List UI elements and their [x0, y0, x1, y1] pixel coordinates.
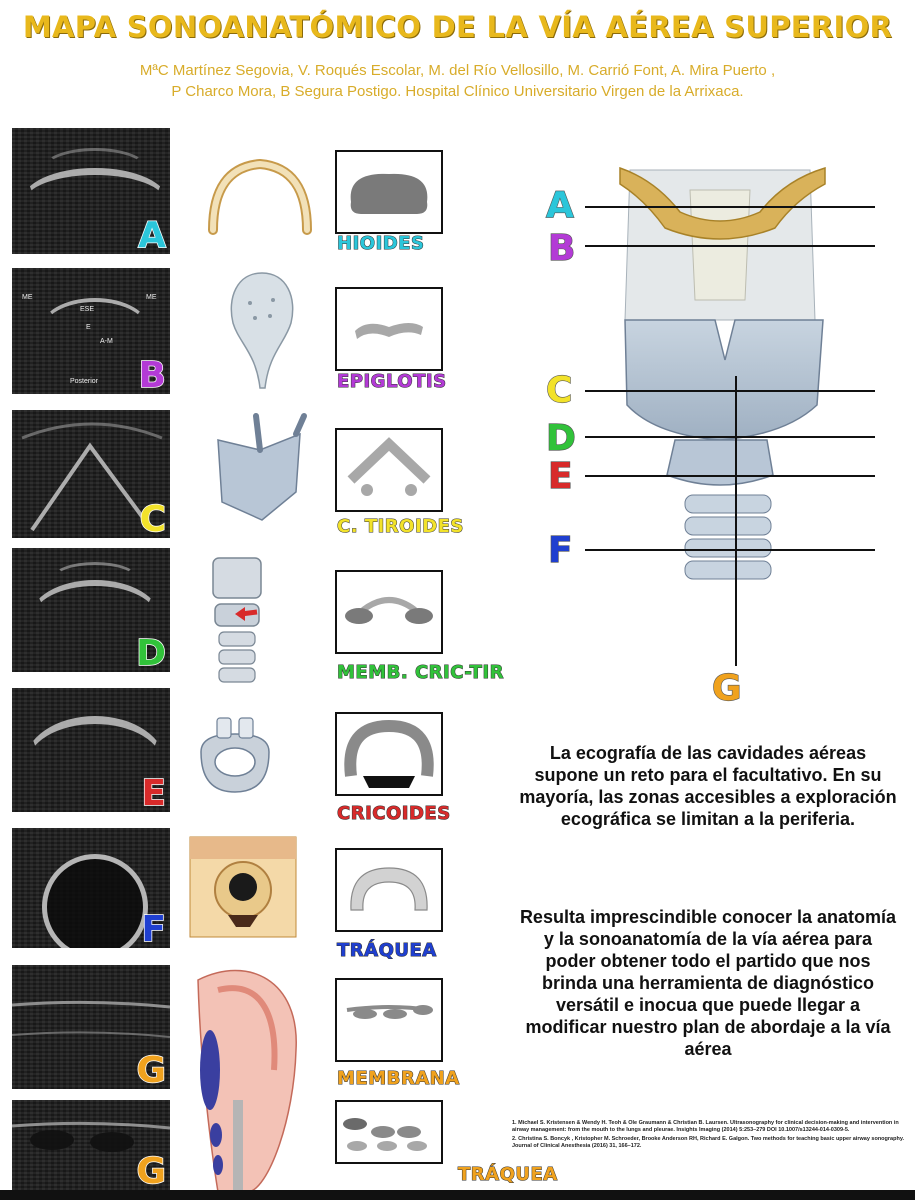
- schematic-box-trachea-long: [335, 1100, 443, 1164]
- ultrasound-letter-f: F: [141, 908, 167, 948]
- authors-line-1: MªC Martínez Segovia, V. Roqués Escolar,…: [139, 62, 776, 79]
- cricothyroid-membrane-icon: [212, 557, 262, 683]
- leader-line-b: [585, 245, 875, 247]
- soft-tissue-echo: [42, 148, 148, 191]
- cricoid-cartilage-icon: [200, 717, 270, 793]
- thyroid-cartilage-icon: [217, 413, 307, 521]
- ultrasound-image-g1: G: [12, 965, 170, 1089]
- schematic-box-trachea: [335, 848, 443, 932]
- diagram-letter-g: G: [711, 667, 742, 709]
- reference-2: 2. Christina S. Boncyk , Kristopher M. S…: [512, 1136, 904, 1149]
- ultrasound-letter-c: C: [139, 498, 167, 538]
- cricoid-schematic-icon: [344, 719, 434, 788]
- diagram-letter-f: F: [547, 529, 573, 571]
- cricothyroid-schematic-icon: [345, 597, 433, 624]
- intro-paragraph: La ecografía de las cavidades aéreas sup…: [519, 743, 897, 829]
- sagittal-airway-icon: [197, 969, 297, 1193]
- label-hioides: HIOIDES: [336, 233, 425, 255]
- label-epiglotis: EPIGLOTIS: [337, 371, 447, 393]
- thyroid-schematic-icon: [347, 437, 431, 496]
- hyoid-schematic-icon: [350, 173, 428, 214]
- us-label-me-left: ME: [22, 294, 33, 301]
- membrane-echo: [52, 562, 138, 595]
- authors-line-2: P Charco Mora, B Segura Postigo. Hospita…: [171, 83, 744, 100]
- diagram-letter-e: E: [547, 455, 573, 497]
- schematic-box-thyroid: [335, 428, 443, 512]
- membrane-schematic-icon: [346, 1005, 433, 1019]
- epiglottis-schematic-icon: [355, 323, 423, 339]
- label-traquea: TRÁQUEA: [337, 940, 437, 962]
- ultrasound-letter-a: A: [137, 214, 166, 254]
- label-cricoides: CRICOIDES: [337, 803, 451, 825]
- ultrasound-image-d: D: [12, 548, 170, 672]
- label-c-tiroides: C. TIROIDES: [337, 516, 464, 538]
- ultrasound-letter-d: D: [135, 632, 166, 672]
- diagram-letter-c: C: [545, 369, 573, 411]
- ultrasound-image-g2: G: [12, 1100, 170, 1190]
- us-label-posterior: Posterior: [70, 378, 99, 385]
- schematic-box-hyoid: [335, 150, 443, 234]
- reference-1: 1. Michael S. Kristensen & Wendy H. Teoh…: [512, 1120, 899, 1133]
- leader-line-c: [585, 390, 875, 392]
- label-memb-cric-tir: MEMB. CRIC-TIR: [337, 662, 505, 684]
- trachea-cross-section-icon: [189, 836, 297, 938]
- label-traquea-2: TRÁQUEA: [458, 1164, 558, 1186]
- trachea-long-schematic-icon: [343, 1118, 427, 1151]
- diagram-letter-d: D: [545, 417, 576, 459]
- trachea-schematic-icon: [350, 867, 428, 911]
- cricoid-echo-arc: [24, 716, 166, 812]
- schematic-box-cricoid: [335, 712, 443, 796]
- schematic-box-membrane: [335, 978, 443, 1062]
- ultrasound-texture: [12, 965, 170, 1089]
- us-label-a-m: A-M: [100, 338, 113, 345]
- membrane-echo-lines: [12, 1000, 170, 1038]
- ultrasound-letter-g1: G: [136, 1049, 167, 1089]
- schematic-box-epiglottis: [335, 287, 443, 371]
- poster-title: MAPA SONOANATÓMICO DE LA VÍA AÉREA SUPER…: [22, 10, 893, 44]
- epiglottis-echo-arc: [40, 298, 150, 362]
- references: 1. Michael S. Kristensen & Wendy H. Teoh…: [512, 1120, 904, 1152]
- schematic-box-cricothyroid: [335, 570, 443, 654]
- tracheal-ring-echo: [42, 854, 148, 948]
- epiglottis-icon: [230, 272, 294, 389]
- trachea-long-echo: [12, 1121, 170, 1152]
- ultrasound-image-f: F: [12, 828, 170, 948]
- ultrasound-letter-b: B: [138, 354, 167, 394]
- us-label-ese: ESE: [80, 306, 95, 313]
- leader-line-a: [585, 206, 875, 208]
- ultrasound-image-a: A: [12, 128, 170, 254]
- leader-line-f: [585, 549, 875, 551]
- ultrasound-image-e: E: [12, 688, 170, 812]
- diagram-letter-a: A: [545, 184, 574, 226]
- diagram-letter-b: B: [547, 227, 576, 269]
- thyroid-echo-lines: [21, 422, 163, 532]
- larynx-anatomy-diagram: [619, 166, 826, 580]
- us-label-e: E: [86, 324, 91, 331]
- conclusion-paragraph: Resulta imprescindible conocer la anatom…: [519, 907, 897, 1059]
- ultrasound-letter-e: E: [141, 772, 167, 812]
- leader-line-e: [585, 475, 875, 477]
- ultrasound-letter-g2: G: [136, 1150, 167, 1190]
- ultrasound-image-b: ME ME ESE E A-M Posterior B: [12, 268, 170, 394]
- leader-line-d: [585, 436, 875, 438]
- label-membrana: MEMBRANA: [337, 1068, 460, 1090]
- bottom-bar: [0, 1190, 915, 1200]
- us-label-me-right: ME: [146, 294, 157, 301]
- ultrasound-image-c: C: [12, 410, 170, 538]
- leader-line-g: [735, 376, 737, 666]
- authors-block: MªC Martínez Segovia, V. Roqués Escolar,…: [40, 60, 875, 102]
- hyoid-bone-icon: [208, 158, 312, 235]
